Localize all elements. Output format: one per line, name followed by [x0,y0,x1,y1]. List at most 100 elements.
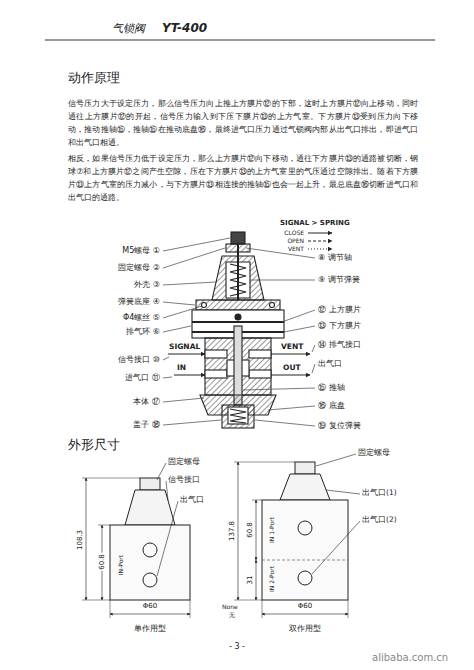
leader-line-part [163,282,216,285]
header-rule [45,40,435,41]
dimension: 60.8 [246,521,254,539]
part-callout: 出气口(1) [362,488,397,497]
leader-line-part [312,364,315,373]
dimension: Φ60 [297,602,313,610]
dimension: 137.8 [228,520,236,542]
leader-line-part [163,302,195,305]
double-acting-view-part [316,454,356,466]
single-acting-view-part [190,600,191,618]
legend-text: OPEN [287,237,304,244]
dimension: Φ60 [142,602,158,610]
valve-section-part [235,314,241,320]
part-callout: 固定螺母 [358,448,390,457]
double-acting-view-part [262,614,348,615]
port-name: OUT [282,363,302,372]
leader-line-part [163,326,191,332]
double-acting-view-part [256,500,257,560]
leader-line-part [243,388,315,390]
leader-line-part [255,420,315,426]
double-acting-view-part [238,462,239,600]
double-acting-view-part [295,462,315,474]
port-arrow-part [271,354,310,355]
valve-section-part [196,300,280,310]
single-acting-view-part [143,573,157,587]
leader-line-part [163,420,221,425]
part-callout: 排气环 ⑥ [126,327,160,337]
leader-line-part [163,357,169,360]
valve-section-part [230,264,246,296]
leader-line-part [163,238,230,251]
double-acting-view-part [298,521,312,535]
note: 无 [229,611,235,618]
paragraph: 相反，如果信号压力低于设定压力，那么上方膜片⑫向下移动，通往下方膜片⑬的通路被切… [68,152,418,204]
port-arrow [168,354,310,375]
view-caption: 双作用型 [289,624,321,634]
port-name: SIGNAL [168,342,201,351]
part-callout: 信号接口 [168,475,200,484]
port-arrow-part [271,375,310,376]
port-arrow-part [174,375,205,376]
part-callout: ⑬ 下方膜片 [318,321,361,331]
single-acting-view-part [110,600,111,618]
valve-section-part [205,370,227,378]
legend-text: VENT [288,245,304,252]
valve-section-part [249,370,271,378]
dimension: 31 [246,575,254,586]
part-callout: ⑮ 推轴 [318,383,345,393]
part-callout: ⑯ 底盘 [318,401,345,411]
page-number: - 3 - [229,642,245,652]
legend-sample-part [308,233,332,234]
watermark: alibaba.com.cn [372,652,448,664]
valve-section-part [192,321,284,323]
double-acting-view-part [262,560,348,561]
part-callout: 固定螺母 [168,457,200,466]
valve-section-part [230,409,246,423]
header-model: YT-400 [162,21,207,35]
double-acting-view-part [262,600,263,618]
double-acting-view-part [312,521,360,574]
legend-text: CLOSE [284,229,304,236]
port-name: VENT [280,342,304,351]
note: None [222,603,238,610]
part-callout: ⑭ 排气接口 [318,340,361,350]
single-acting-view-part [157,463,166,480]
valve-section-part [202,303,207,308]
port-arrow-part [168,354,205,355]
leader-line [163,238,315,426]
part-callout: 盖子 ⑱ [133,420,160,430]
valve-section-part [231,232,245,244]
part-callout: 出气口(2) [362,515,397,524]
leader-line-part [163,398,204,402]
valve-section-part [237,244,239,300]
valve-section-part [249,350,271,358]
header-title: 气锁阀 [112,22,145,35]
valve-section-part [222,405,254,428]
single-acting-view-part [166,481,168,500]
part-callout: 出气口 [180,495,204,504]
double-acting-view-part [262,500,348,600]
single-acting-view-part [143,543,157,557]
double-acting-view-part [326,490,360,494]
part-callout: M5螺母 ① [122,246,160,256]
part-callout: 出气口 [318,359,342,369]
legend-sample [308,233,332,249]
valve-section [192,232,284,428]
valve-section-part [270,303,275,308]
part-callout: Φ4螺丝 ⑤ [123,313,160,323]
part-callout: ⑨ 调节弹簧 [318,275,360,285]
port-name: IN [176,363,187,372]
port-name: IN 2-Port [268,565,275,593]
port-name: IN 1-Port [268,516,275,544]
legend-sample-part [308,249,332,250]
part-callout: ⑲ 复位弹簧 [318,421,361,431]
single-acting-view-part [86,478,87,600]
single-acting-view-part [110,525,190,600]
double-acting-view-part [252,500,262,501]
part-callout: 外壳 ③ [134,280,160,290]
single-acting-view-part [157,501,178,576]
legend-sample-part [308,241,332,242]
legend-heading: SIGNAL > SPRING [280,219,350,227]
single-acting-view-part [82,478,140,479]
valve-section-part [205,350,227,358]
